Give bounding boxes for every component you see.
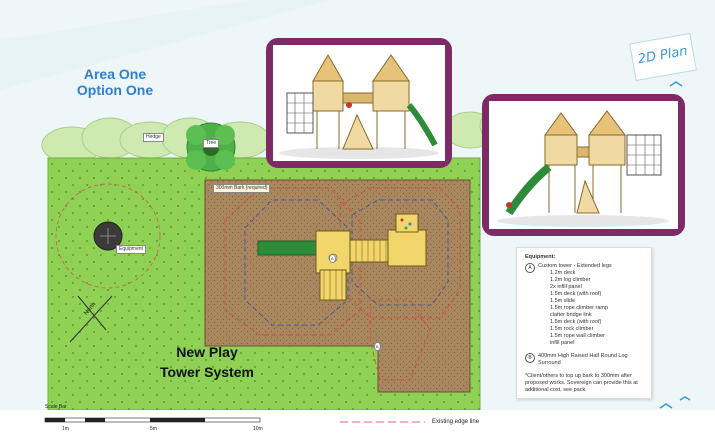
legend-item-b-marker: B [525,353,535,363]
scale-bar-title: Scale Bar [45,404,67,410]
bark-label: 300mm Bark (required) [213,184,271,193]
legend-part: 1.5m slide [550,298,576,304]
new-play-line1: New Play [176,344,238,360]
legend-part: 1.5m rock climber [550,326,594,332]
tree-label: Tree [203,139,220,148]
item-b-marker: B [374,342,381,351]
scale-tick: 5m [150,426,157,432]
legend-part: 1.2m deck [550,270,576,276]
scale-tick: 10m [253,426,263,432]
legend-heading: Equipment: [525,254,556,260]
item-a-marker: A [329,254,336,263]
north-arrow [69,295,113,343]
plan-title-line1: Area One [83,66,147,82]
legend-part: 1.5m rope wall climber [550,333,606,339]
legend-item-b: B 400mm High Raised Half Round Log Surro… [525,353,643,367]
legend-part: 2x infill panel [550,284,582,290]
tower-render-rear [482,94,685,236]
legend-part: 1.5m deck (with roof) [550,319,602,325]
scale-tick: 1m [62,426,69,432]
legend-item-a: A Custom tower - Extended legs 1.2m deck… [525,263,643,347]
legend-item-a-parts: 1.2m deck 1.2m log climber 2x infill pan… [538,270,612,347]
play-tower-illustration [273,45,445,161]
legend-part: 1.2m log climber [550,277,591,283]
plan-title-line2: Option One [76,82,154,98]
new-play-caption: New Play Tower System [142,342,272,382]
legend-note: *Client/others to top up bark to 300mm a… [525,373,638,393]
tower-render-front [266,38,452,168]
tower-a [315,230,351,301]
hedge-label: Hedge [143,133,164,142]
play-tower-illustration-2 [489,101,678,229]
legend-part: infill panel [550,340,575,346]
equipment-label: Equipment [116,245,146,254]
tower-b [387,213,427,267]
legend-part: 1.5m deck (with roof) [550,291,602,297]
legend-item-a-title: Custom tower - Extended legs [538,263,612,269]
equipment-legend: Equipment: A Custom tower - Extended leg… [516,247,652,399]
legend-part: 1.5m rope climber ramp [550,305,609,311]
legend-item-a-marker: A [525,263,535,273]
legend-item-b-title: 400mm High Raised Half Round Log Surroun… [538,353,628,366]
scale-bar [44,417,261,423]
plan-title: Area One Option One [60,66,170,98]
new-play-line2: Tower System [160,364,254,380]
existing-edge-line-label: Existing edge line [432,419,480,425]
legend-part: clatter bridge link [550,312,592,318]
